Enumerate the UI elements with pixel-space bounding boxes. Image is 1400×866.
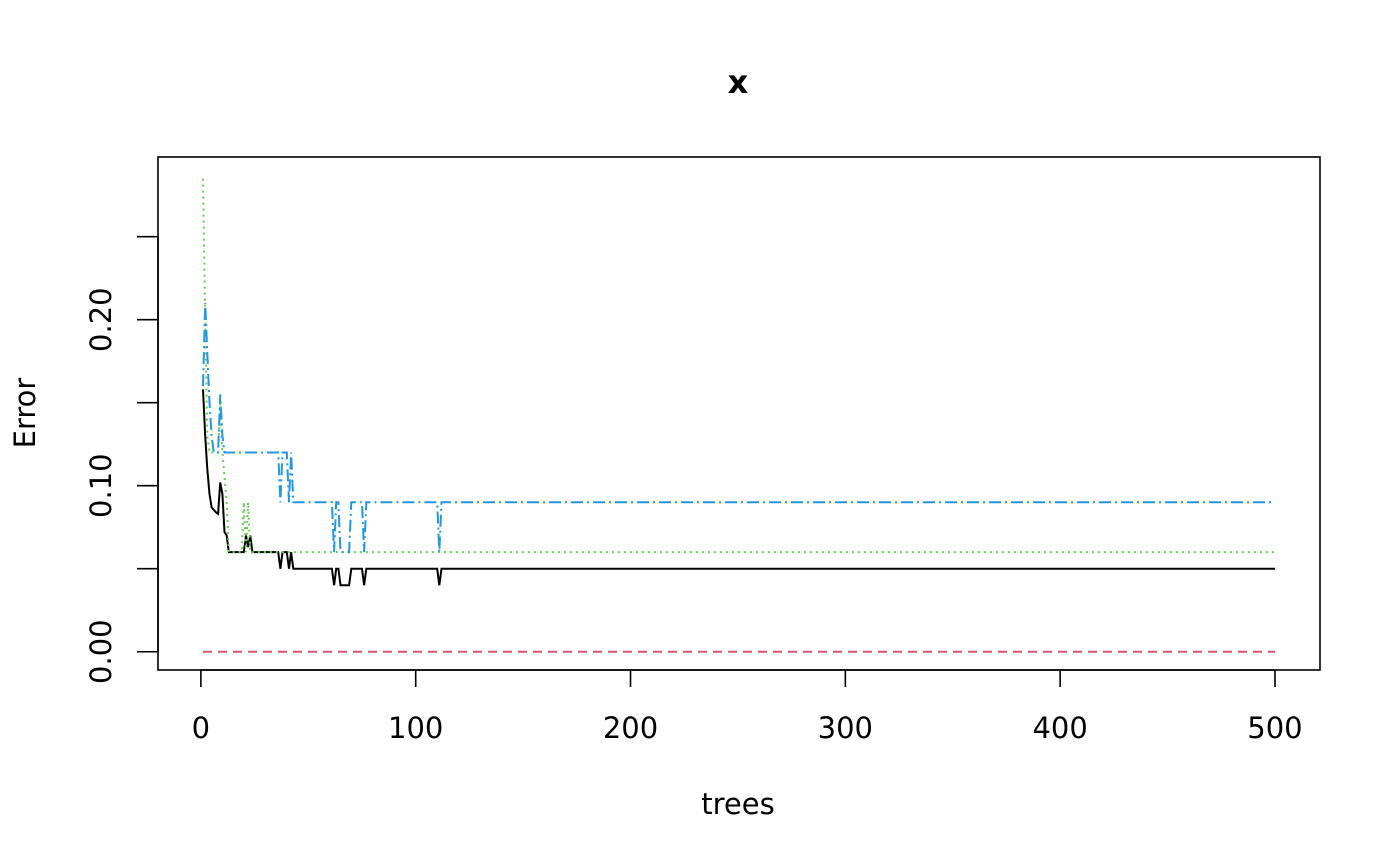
plot-frame xyxy=(157,156,1321,671)
y-axis-label: Error xyxy=(8,378,42,449)
x-tick-label: 400 xyxy=(1032,711,1087,745)
x-tick-label: 500 xyxy=(1247,711,1302,745)
series-layer xyxy=(202,178,1275,653)
series-line-4 xyxy=(202,303,1275,554)
series-line-1 xyxy=(202,389,1275,587)
y-tick-label: 0.00 xyxy=(84,619,118,684)
x-axis: 0 100 200 300 400 500 xyxy=(192,669,1303,745)
y-axis: 0.00 0.10 0.20 xyxy=(84,235,159,684)
x-tick-label: 0 xyxy=(192,711,210,745)
y-tick-label: 0.10 xyxy=(84,453,118,518)
x-tick-label: 200 xyxy=(603,711,658,745)
x-tick-label: 100 xyxy=(388,711,443,745)
series-line-3 xyxy=(202,178,1275,554)
x-axis-label: trees xyxy=(701,787,774,821)
x-tick-label: 300 xyxy=(818,711,873,745)
y-tick-label: 0.20 xyxy=(84,287,118,352)
chart-title: x xyxy=(728,63,749,101)
